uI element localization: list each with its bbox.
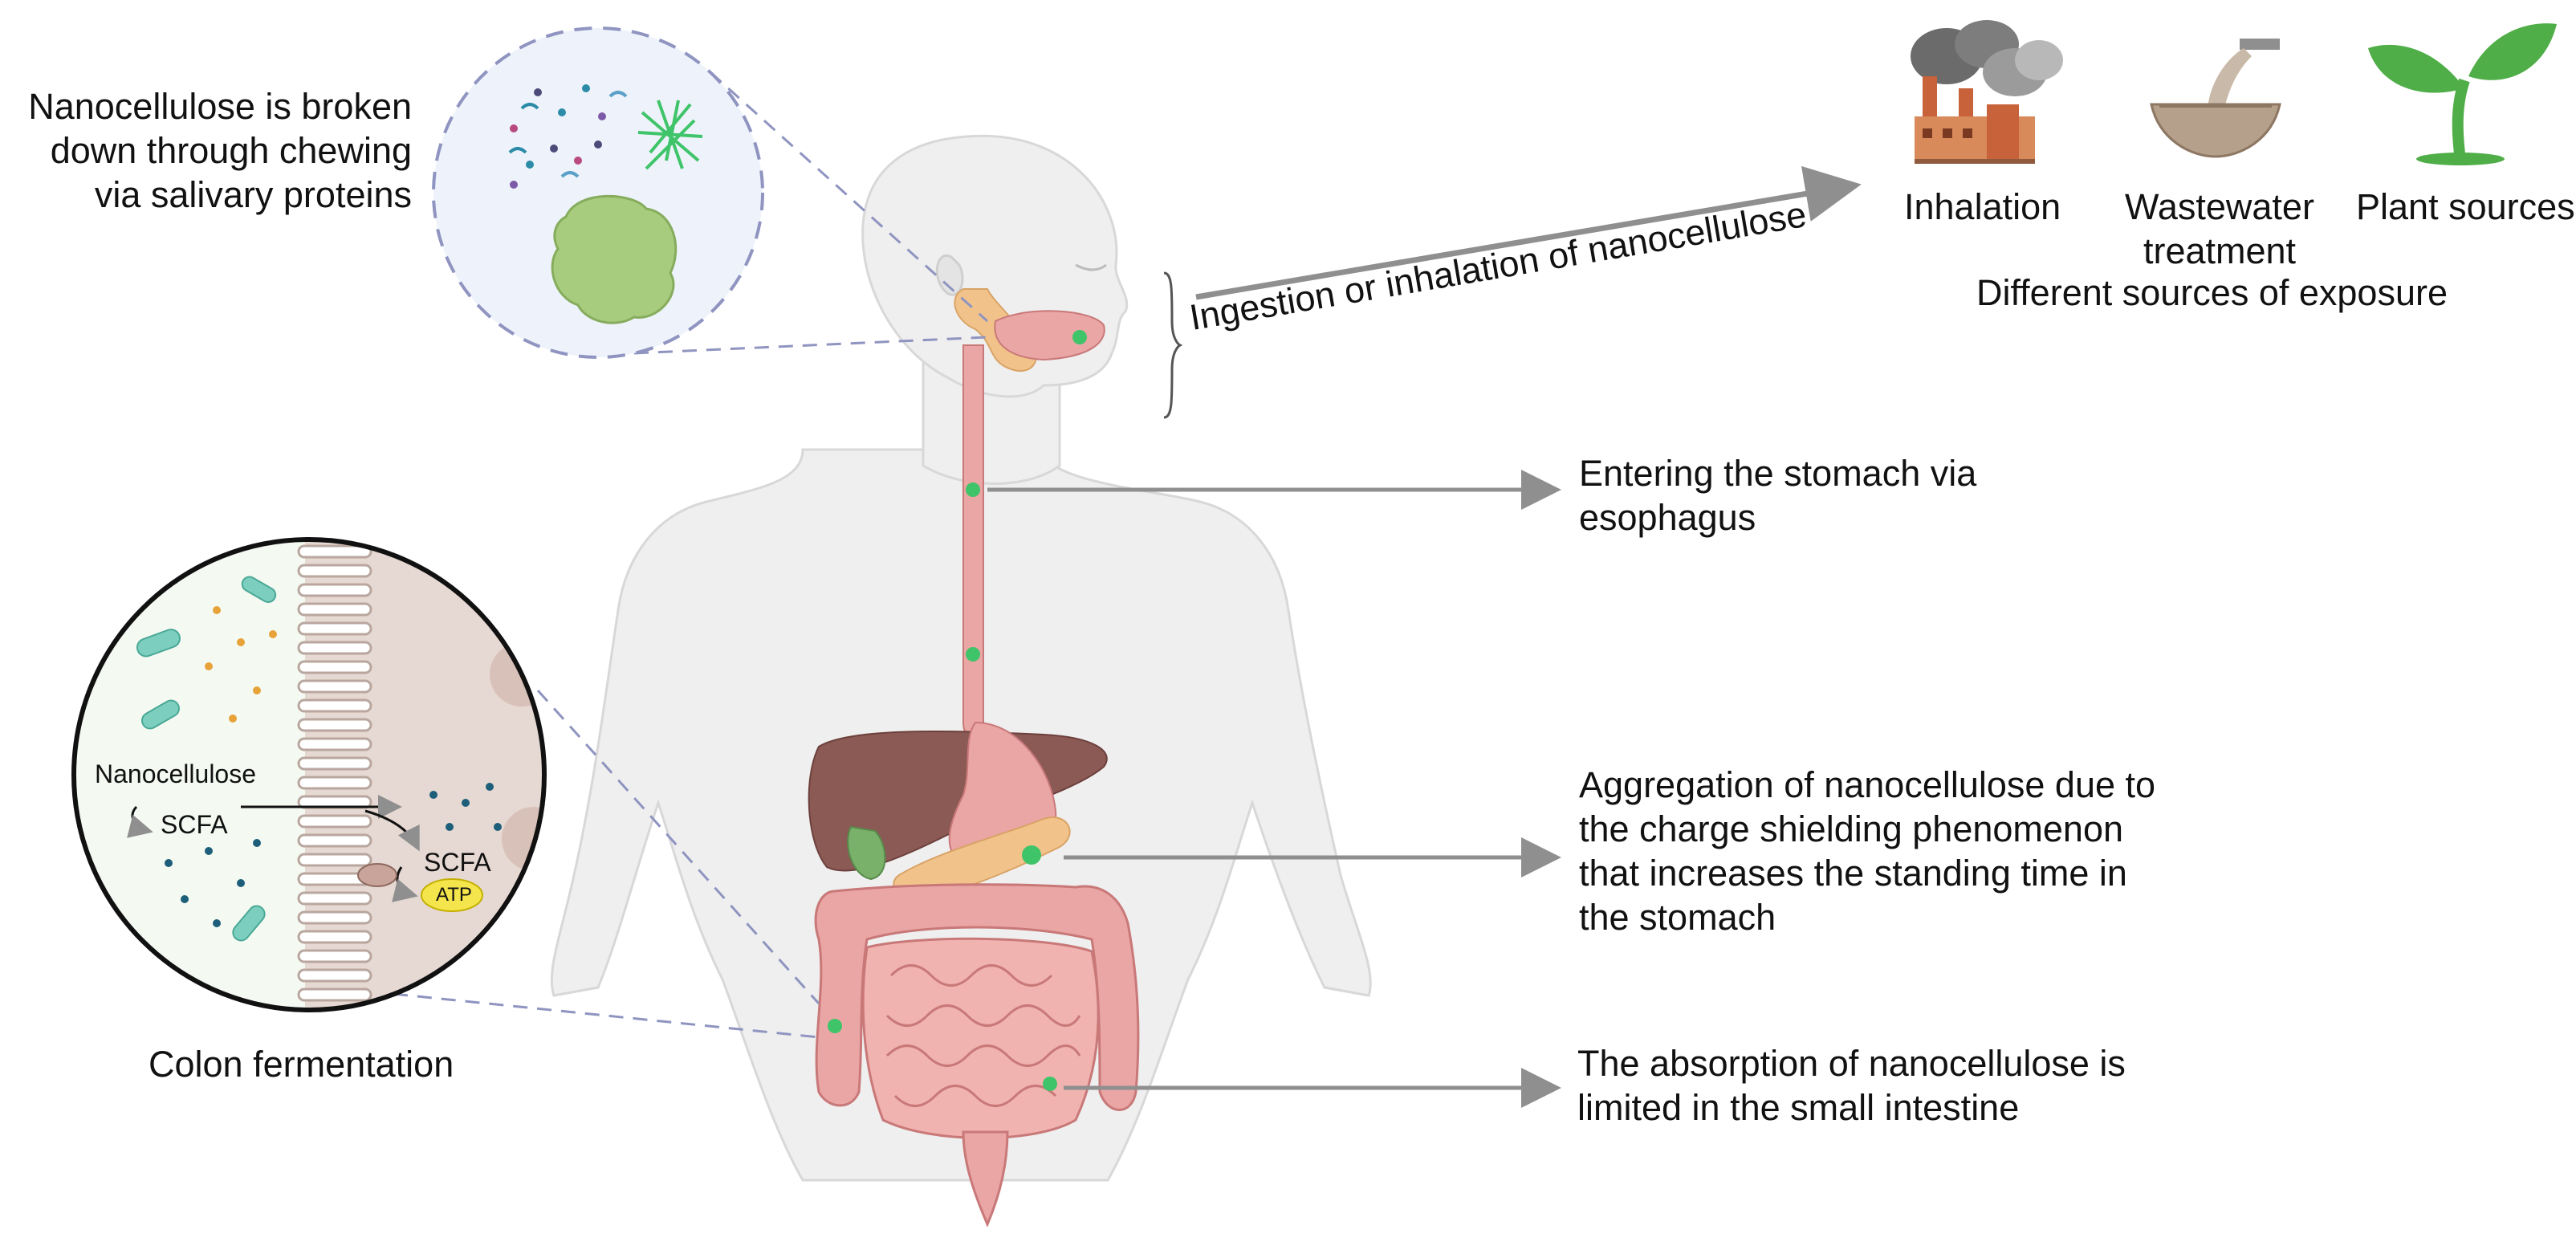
villus: [297, 679, 372, 694]
source-label-inhalation: Inhalation: [1904, 186, 2061, 227]
villus: [297, 776, 372, 790]
colon-nanocellulose-label: Nanocellulose: [95, 759, 257, 788]
villus: [297, 641, 372, 655]
villus: [297, 814, 372, 829]
sprout-icon: [2368, 23, 2557, 165]
zoom-connector: [536, 689, 820, 1005]
rectum: [962, 1130, 1009, 1228]
colon-fermentation-title: Colon fermentation: [149, 1044, 454, 1085]
process-arrow: [364, 809, 420, 852]
nanocellulose-fiber-icon: [637, 100, 703, 170]
exposure-sources-title: Different sources of exposure: [1976, 272, 2448, 313]
step-small-intestine-label: The absorption of nanocellulose is limit…: [1577, 1043, 2126, 1128]
step-esophagus-label: Entering the stomach via esophagus: [1579, 453, 1977, 538]
villus: [297, 949, 372, 963]
zoom-connector: [709, 71, 989, 323]
villus: [297, 968, 372, 983]
process-arrow: [127, 805, 153, 838]
villus: [297, 583, 372, 597]
saliva-breakdown-label: Nanocellulose is broken down through che…: [28, 86, 412, 215]
mouth-cavity: [994, 310, 1105, 361]
mitochondria-icon: [357, 863, 397, 887]
gi-tract: [808, 288, 1140, 1228]
atp-label: ATP: [436, 884, 472, 906]
scfa-dots: [165, 606, 502, 927]
villus: [297, 853, 372, 867]
zoom-connector: [633, 336, 988, 355]
saliva-zoom-circle: [432, 26, 764, 359]
villus: [297, 756, 372, 771]
closed-eye-icon: [1075, 263, 1107, 271]
villus: [297, 660, 372, 674]
villus: [297, 910, 372, 925]
nanocellulose-marker-esophagus-upper: [966, 483, 980, 497]
villus: [297, 718, 372, 732]
colon-scfa-label-1: SCFA: [161, 810, 228, 839]
intestinal-loops: [885, 964, 1081, 1107]
villus: [297, 564, 372, 578]
villus: [297, 891, 372, 906]
nanocellulose-marker-colon: [828, 1019, 842, 1033]
bracket-mouth: [1163, 271, 1183, 419]
nanocellulose-markers: [828, 330, 1087, 1091]
ear-icon: [935, 254, 964, 296]
gallbladder: [847, 825, 886, 881]
nanocellulose-marker-esophagus-lower: [966, 647, 980, 662]
saliva-zoom: [432, 26, 989, 359]
source-label-wastewater: Wastewater treatment: [2125, 186, 2314, 271]
colon-villi: [297, 544, 372, 1002]
villus: [297, 544, 372, 559]
nanocellulose-marker-stomach: [1022, 845, 1041, 865]
nanocellulose-marker-mouth: [1072, 330, 1087, 344]
arrow-to-exposure-sources: [1195, 165, 1862, 300]
nanocellulose-marker-small-intestine: [1043, 1077, 1057, 1091]
atp-badge: [421, 878, 483, 912]
villus: [297, 930, 372, 944]
villus: [297, 737, 372, 751]
process-arrow: [392, 866, 418, 902]
villus: [297, 698, 372, 713]
colon-scfa-label-2: SCFA: [424, 848, 491, 877]
salivary-particles: [508, 84, 628, 189]
colon-zoom-circle: [71, 537, 547, 1012]
villus: [297, 833, 372, 848]
food-bolus-icon: [551, 194, 678, 324]
source-label-plant: Plant sources: [2356, 186, 2575, 227]
villus: [297, 987, 372, 1002]
arrows: [987, 165, 1862, 1108]
factory-icon: [1911, 20, 2063, 164]
esophagus: [962, 344, 984, 739]
bacteria-icons: [136, 576, 277, 942]
villus: [297, 602, 372, 617]
small-intestine: [861, 937, 1100, 1139]
step-stomach-label: Aggregation of nanocellulose due to the …: [1579, 764, 2156, 938]
wastewater-bowl-icon: [2150, 39, 2281, 158]
villus: [297, 621, 372, 636]
